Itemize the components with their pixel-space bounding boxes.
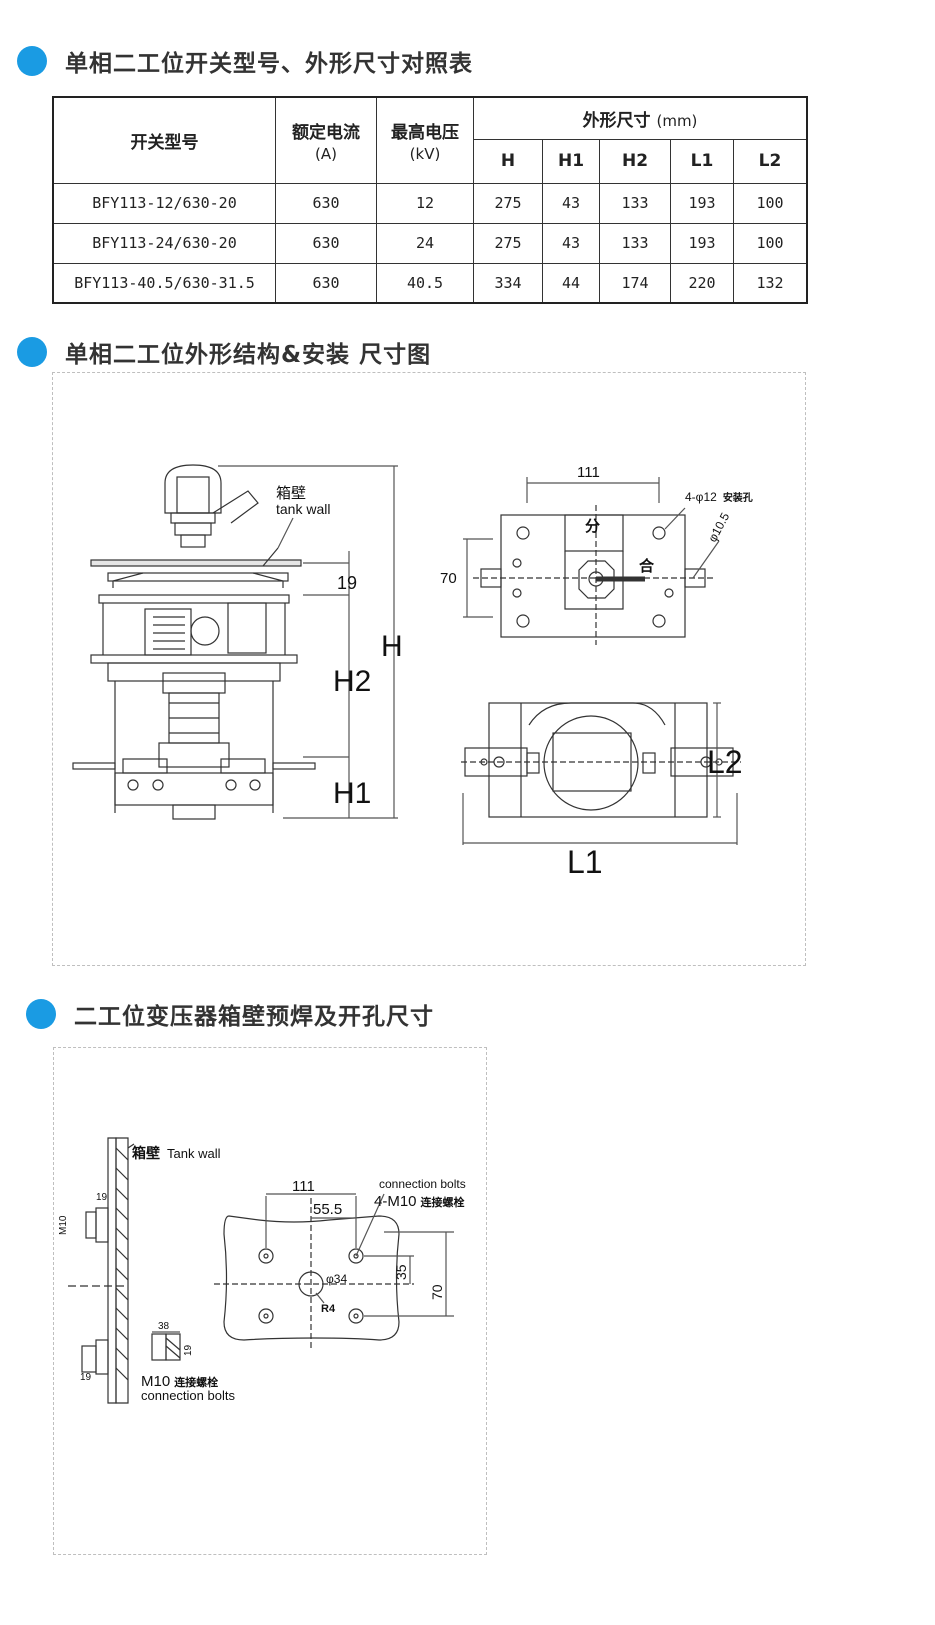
cell-h2: 133 <box>599 182 671 224</box>
cell-h1: 44 <box>542 262 600 304</box>
dim-38-label: 38 <box>158 1321 170 1332</box>
header-current: 额定电流(A) <box>275 96 377 184</box>
cell-l2: 100 <box>733 182 808 224</box>
section-title: 单相二工位开关型号、外形尺寸对照表 <box>65 51 473 77</box>
connection-bolts-label: connection bolts <box>141 1388 235 1403</box>
header-voltage: 最高电压(kV) <box>376 96 474 184</box>
dim-111-label: 111 <box>292 1178 315 1195</box>
phi-10-5-label: φ10.5 <box>705 510 732 544</box>
tank-wall-en-label: Tank wall <box>167 1146 221 1161</box>
cell-l1: 193 <box>670 222 734 264</box>
cell-voltage: 40.5 <box>376 262 474 304</box>
cell-model: BFY113-12/630-20 <box>52 182 276 224</box>
cell-current: 630 <box>275 262 377 304</box>
he-label: 合 <box>638 557 655 575</box>
r4-label: R4 <box>321 1303 336 1315</box>
tank-wall-cn-label: 箱壁 <box>132 1145 160 1161</box>
dim-111-label: 111 <box>577 464 600 481</box>
header-dim-l2: L2 <box>733 138 808 184</box>
dim-19-label: 19 <box>337 573 357 593</box>
tank-wall-section <box>68 1137 135 1404</box>
m10-vertical-label: M10 <box>58 1215 69 1235</box>
section-heading-structure: 单相二工位外形结构&安装 尺寸图 <box>17 335 431 369</box>
dim-70-label: 70 <box>440 570 457 587</box>
structure-diagram-frame: 箱壁 tank wall 19 H H2 H1 <box>52 372 806 966</box>
cell-h: 275 <box>473 182 543 224</box>
bullet-dot-icon <box>26 999 56 1029</box>
dim-h-label: H <box>381 630 403 663</box>
dim-lines-left <box>218 465 398 819</box>
flange-plate <box>214 1193 454 1348</box>
cell-h: 334 <box>473 262 543 304</box>
cell-h1: 43 <box>542 222 600 264</box>
dim-h1-label: H1 <box>333 777 371 810</box>
cell-l1: 220 <box>670 262 734 304</box>
dim-19a-label: 19 <box>96 1192 108 1203</box>
table-row: BFY113-12/630-20 630 12 275 43 133 193 1… <box>52 182 808 224</box>
header-dim-h2: H2 <box>599 138 671 184</box>
cell-h1: 43 <box>542 182 600 224</box>
header-dim-h1: H1 <box>542 138 600 184</box>
header-dimensions: 外形尺寸 (mm) <box>473 96 808 140</box>
cell-current: 630 <box>275 182 377 224</box>
bolt-detail <box>151 1331 181 1361</box>
cell-current: 630 <box>275 222 377 264</box>
connection-bolts-top-label: connection bolts <box>379 1177 466 1191</box>
phi-34-label: φ34 <box>326 1272 347 1286</box>
dim-h2-label: H2 <box>333 665 371 698</box>
cell-h2: 133 <box>599 222 671 264</box>
section-heading-table: 单相二工位开关型号、外形尺寸对照表 <box>17 44 473 78</box>
table-row: BFY113-24/630-20 630 24 275 43 133 193 1… <box>52 222 808 264</box>
dim-55-label: 55.5 <box>313 1201 342 1218</box>
dim-l1-label: L1 <box>567 844 603 880</box>
tank-wall-cn-label: 箱壁 <box>276 485 306 502</box>
section-title: 二工位变压器箱壁预焊及开孔尺寸 <box>74 1004 434 1030</box>
header-model: 开关型号 <box>52 96 276 184</box>
dim-70-label: 70 <box>429 1284 445 1300</box>
section-heading-tank: 二工位变压器箱壁预焊及开孔尺寸 <box>26 997 434 1031</box>
dim-35-label: 35 <box>393 1264 409 1280</box>
cell-model: BFY113-24/630-20 <box>52 222 276 264</box>
cell-h: 275 <box>473 222 543 264</box>
dim-19b-label: 19 <box>80 1372 92 1383</box>
switch-top-view <box>463 477 720 645</box>
bullet-dot-icon <box>17 337 47 367</box>
cell-l2: 100 <box>733 222 808 264</box>
header-dim-h: H <box>473 138 543 184</box>
fen-label: 分 <box>585 518 600 535</box>
structure-diagram: 箱壁 tank wall 19 H H2 H1 <box>72 464 753 880</box>
switch-bottom-view <box>461 702 741 845</box>
dim-19c-label: 19 <box>183 1344 194 1356</box>
table-row: BFY113-40.5/630-31.5 630 40.5 334 44 174… <box>52 262 808 304</box>
cell-model: BFY113-40.5/630-31.5 <box>52 262 276 304</box>
cell-voltage: 24 <box>376 222 474 264</box>
cell-l2: 132 <box>733 262 808 304</box>
dim-l2-label: L2 <box>707 744 743 780</box>
tank-wall-en-label: tank wall <box>276 501 330 517</box>
cell-h2: 174 <box>599 262 671 304</box>
bullet-dot-icon <box>17 46 47 76</box>
switch-side-view <box>72 464 316 820</box>
spec-table: 开关型号 额定电流(A) 最高电压(kV) 外形尺寸 (mm) H H1 H2 … <box>52 96 808 304</box>
cell-voltage: 12 <box>376 182 474 224</box>
section-title: 单相二工位外形结构&安装 尺寸图 <box>65 342 432 368</box>
header-dim-l1: L1 <box>670 138 734 184</box>
cell-l1: 193 <box>670 182 734 224</box>
